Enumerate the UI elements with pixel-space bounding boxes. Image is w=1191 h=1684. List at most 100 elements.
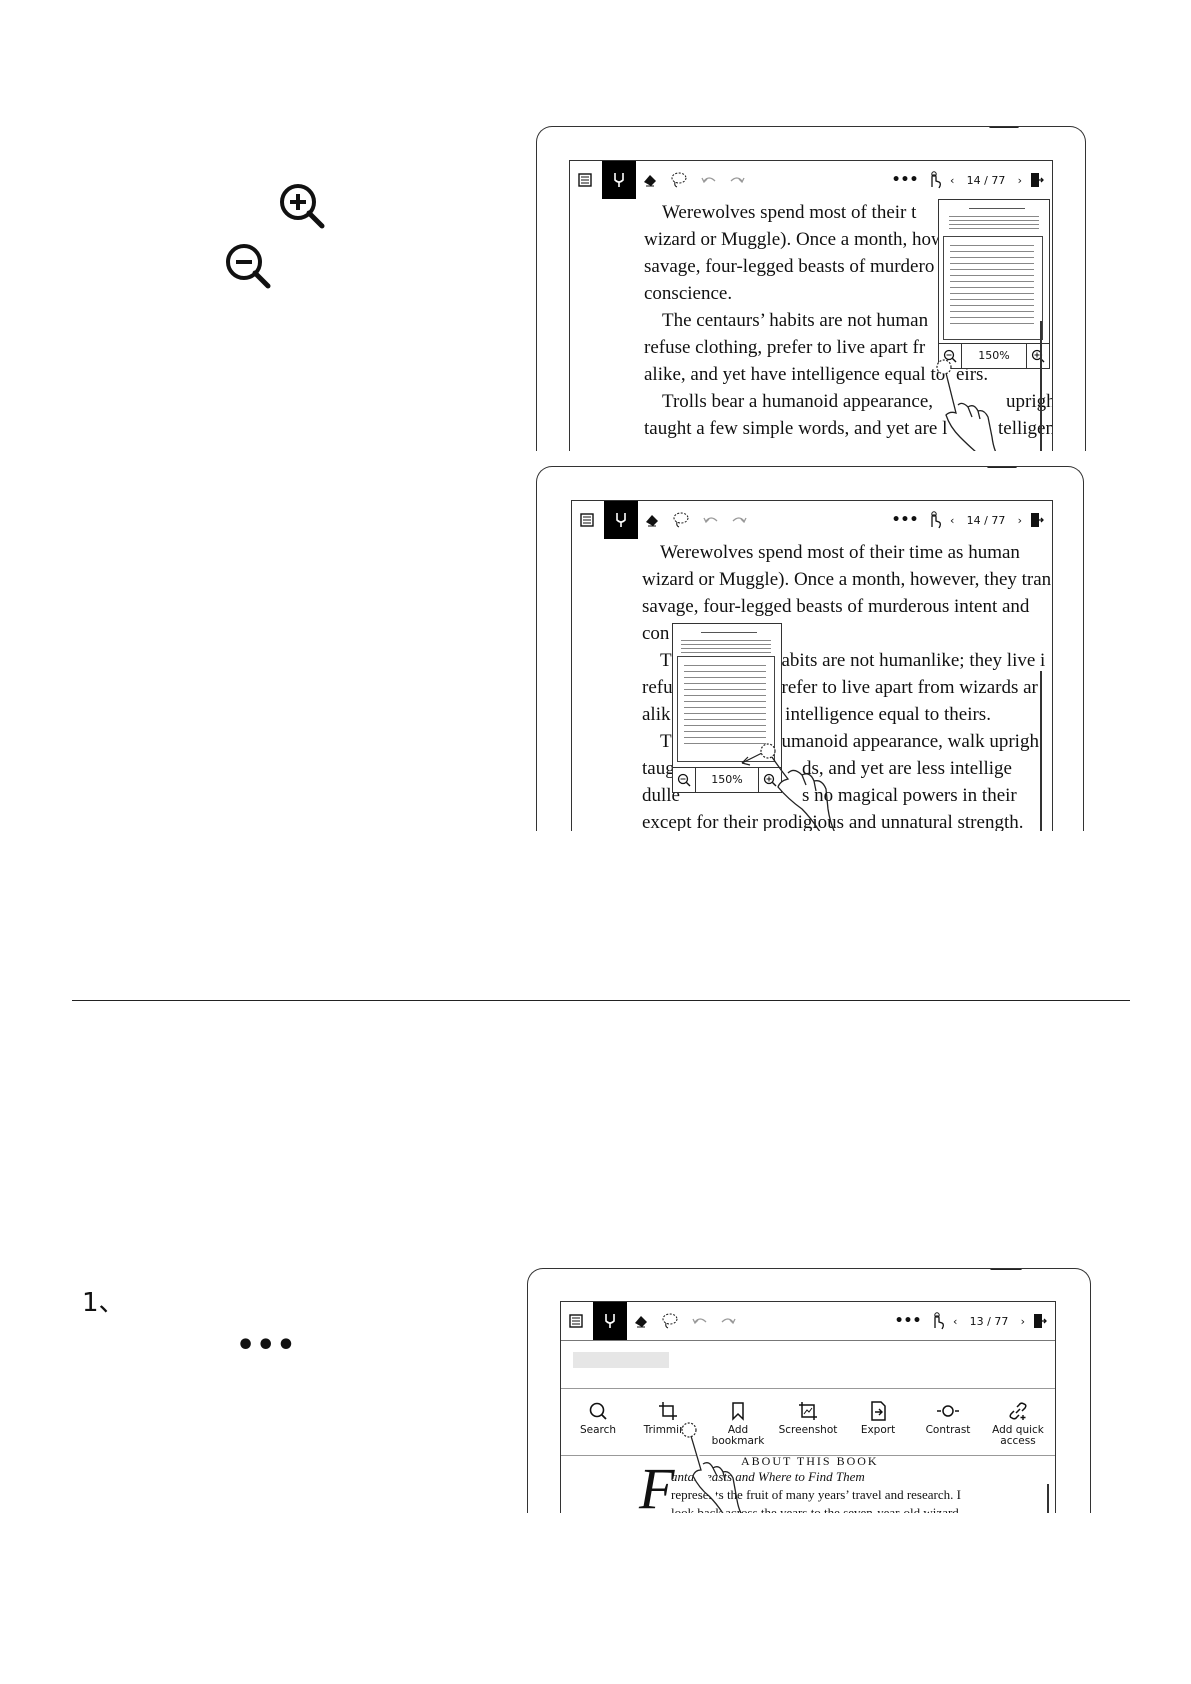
device-frame-top: ••• ‹ 14 / 77 › Werewolves spend most of… [536,126,1086,451]
title-placeholder-bar [573,1352,669,1368]
exit-icon[interactable] [1026,501,1048,539]
more-icon[interactable]: ••• [891,512,919,528]
menu-item-label: Screenshot [778,1424,838,1436]
more-icon[interactable]: ••• [894,1313,922,1329]
menu-item-add-bookmark[interactable]: Add bookmark [703,1389,773,1447]
touch-icon[interactable] [922,161,946,199]
lasso-icon[interactable] [657,1302,683,1340]
lasso-icon[interactable] [666,161,692,199]
toc-icon[interactable] [565,1302,587,1340]
text-fragment: s no magical powers in their [802,785,1017,806]
prev-page-icon[interactable]: ‹ [950,173,955,187]
touch-icon[interactable] [925,1302,949,1340]
menu-item-contrast[interactable]: Contrast [913,1389,983,1436]
pen-icon[interactable] [593,1302,627,1340]
screenshot-icon [799,1402,817,1420]
menu-item-label: Trimming [643,1424,693,1436]
zoom-in-button[interactable] [759,768,781,792]
exit-icon[interactable] [1026,161,1048,199]
text-line: The centaurs’ habits are not human [662,310,929,331]
contrast-icon [937,1405,959,1417]
menu-item-label: Search [579,1424,617,1436]
more-icon[interactable]: ••• [891,172,919,188]
toc-icon[interactable] [576,501,598,539]
lasso-icon[interactable] [668,501,694,539]
next-page-icon[interactable]: › [1020,1314,1025,1328]
more-menu: Search Trimming Add bookmark Screenshot … [561,1388,1055,1456]
search-icon [589,1402,607,1420]
zoom-bar: 150% [673,767,781,792]
toc-icon[interactable] [574,161,596,199]
text-line: refu [642,677,673,698]
text-line: savage, four-legged beasts of murderous … [642,596,1030,617]
menu-item-add-quick-access[interactable]: Add quick access [983,1389,1053,1447]
text-line: dulle [642,785,680,806]
menu-item-label: Add bookmark [711,1424,765,1447]
page-thumbnail-navigator[interactable]: 150% [672,623,782,793]
device-screen: ••• ‹ 14 / 77 › Werewolves spend most of… [571,500,1053,831]
toolbar: ••• ‹ 13 / 77 › [561,1302,1055,1340]
book-text: represents the fruit of many years’ trav… [671,1486,961,1504]
book-text-right: habits are not humanlike; they live i pr… [772,647,1045,809]
scrollbar[interactable] [1040,671,1042,831]
text-line: refuse clothing, prefer to live apart fr [644,337,926,358]
text-fragment: telligen [998,418,1053,439]
text-line: Werewolves spend most of their time as h… [660,542,1020,563]
scrollbar[interactable] [1040,321,1042,451]
undo-icon[interactable] [696,161,722,199]
device-frame-middle: ••• ‹ 14 / 77 › Werewolves spend most of… [536,466,1084,831]
menu-item-label: Add quick access [992,1424,1044,1447]
device-screen: ••• ‹ 13 / 77 › Search Trimming [560,1301,1056,1513]
step-number: 1、 [82,1288,125,1318]
text-fragment: ds, and yet are less intellige [802,758,1012,779]
viewport-frame[interactable] [943,236,1043,340]
eraser-icon[interactable] [640,501,666,539]
page-indicator: 14 / 77 [966,513,1006,527]
exit-icon[interactable] [1029,1302,1051,1340]
menu-item-export[interactable]: Export [843,1389,913,1436]
prev-page-icon[interactable]: ‹ [950,513,955,527]
next-page-icon[interactable]: › [1017,173,1022,187]
text-line: except for their prodigious and unnatura… [642,812,1024,831]
pen-icon[interactable] [604,501,638,539]
menu-item-screenshot[interactable]: Screenshot [773,1389,843,1436]
menu-item-search[interactable]: Search [563,1389,633,1436]
zoom-out-button[interactable] [673,768,695,792]
book-text-overlay: uprigh [1006,388,1053,415]
redo-icon[interactable] [726,501,752,539]
hand-pointer-icon [681,1422,742,1513]
text-fragment: humanoid appearance, walk uprigh [772,731,1039,752]
text-line: alike, and yet have intelligence equal t… [644,364,946,385]
text-fragment: habits are not humanlike; they live i [772,650,1046,671]
prev-page-icon[interactable]: ‹ [953,1314,958,1328]
scrollbar[interactable] [1047,1484,1049,1513]
book-text: look back across the years to the seven-… [671,1504,959,1513]
text-line: T [660,731,672,752]
next-page-icon[interactable]: › [1017,513,1022,527]
page-thumbnail-navigator[interactable]: 150% [938,199,1050,369]
undo-icon[interactable] [687,1302,713,1340]
zoom-percent: 150% [961,344,1027,368]
undo-icon[interactable] [698,501,724,539]
viewport-frame[interactable] [677,656,775,762]
toolbar: ••• ‹ 14 / 77 › [572,501,1052,539]
bookmark-icon [732,1402,744,1421]
zoom-in-button[interactable] [1027,344,1049,368]
eraser-icon[interactable] [638,161,664,199]
menu-item-trimming[interactable]: Trimming [633,1389,703,1436]
zoom-out-button[interactable] [939,344,961,368]
eraser-icon[interactable] [629,1302,655,1340]
toolbar: ••• ‹ 14 / 77 › [570,161,1052,199]
menu-item-label: Export [860,1424,896,1436]
book-text: Werewolves spend most of their time as h… [642,539,1051,831]
pen-icon[interactable] [602,161,636,199]
page-navigator: ‹ 14 / 77 › [950,501,1022,539]
text-line: con [642,623,670,644]
redo-icon[interactable] [715,1302,741,1340]
touch-icon[interactable] [922,501,946,539]
text-line: alik [642,704,671,725]
text-fragment: uprigh [1006,391,1053,412]
redo-icon[interactable] [724,161,750,199]
hand-pointer-icon [936,359,997,451]
text-line: look back across the years to the seven-… [671,1505,959,1513]
